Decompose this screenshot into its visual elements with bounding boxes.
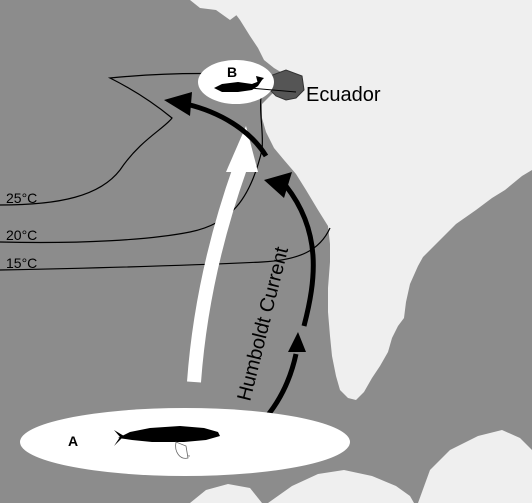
isotherm-label-20: 20°C [6,227,37,243]
site-b-area [198,60,274,104]
migration-arrow-white-shaft [187,165,247,383]
whale-silhouette-icon [214,76,264,92]
migration-arrow-white-head [226,126,258,172]
humboldt-current-upper-shaft [284,184,316,327]
migration-arrow-upper-shaft [185,101,269,158]
site-b-pointer [249,87,297,93]
migration-arrow-upper-head [164,92,192,116]
isotherm-label-25: 25°C [6,190,37,206]
site-a-label: A [68,433,78,449]
southern-landmass [268,470,414,503]
isotherm-label-15: 15°C [6,255,37,271]
site-b-label: B [227,64,237,80]
antarctic-peninsula [190,484,262,503]
humboldt-current-upper-head [264,172,292,198]
humboldt-current-lower-head [288,332,306,352]
isotherm-25-line [0,72,257,206]
site-a-area [20,408,350,476]
ecuador-label: Ecuador [306,84,381,106]
south-america-landmass [225,0,532,400]
southern-island [418,430,532,503]
northern-landmass [190,0,238,20]
humpback-whale-icon [114,426,220,459]
